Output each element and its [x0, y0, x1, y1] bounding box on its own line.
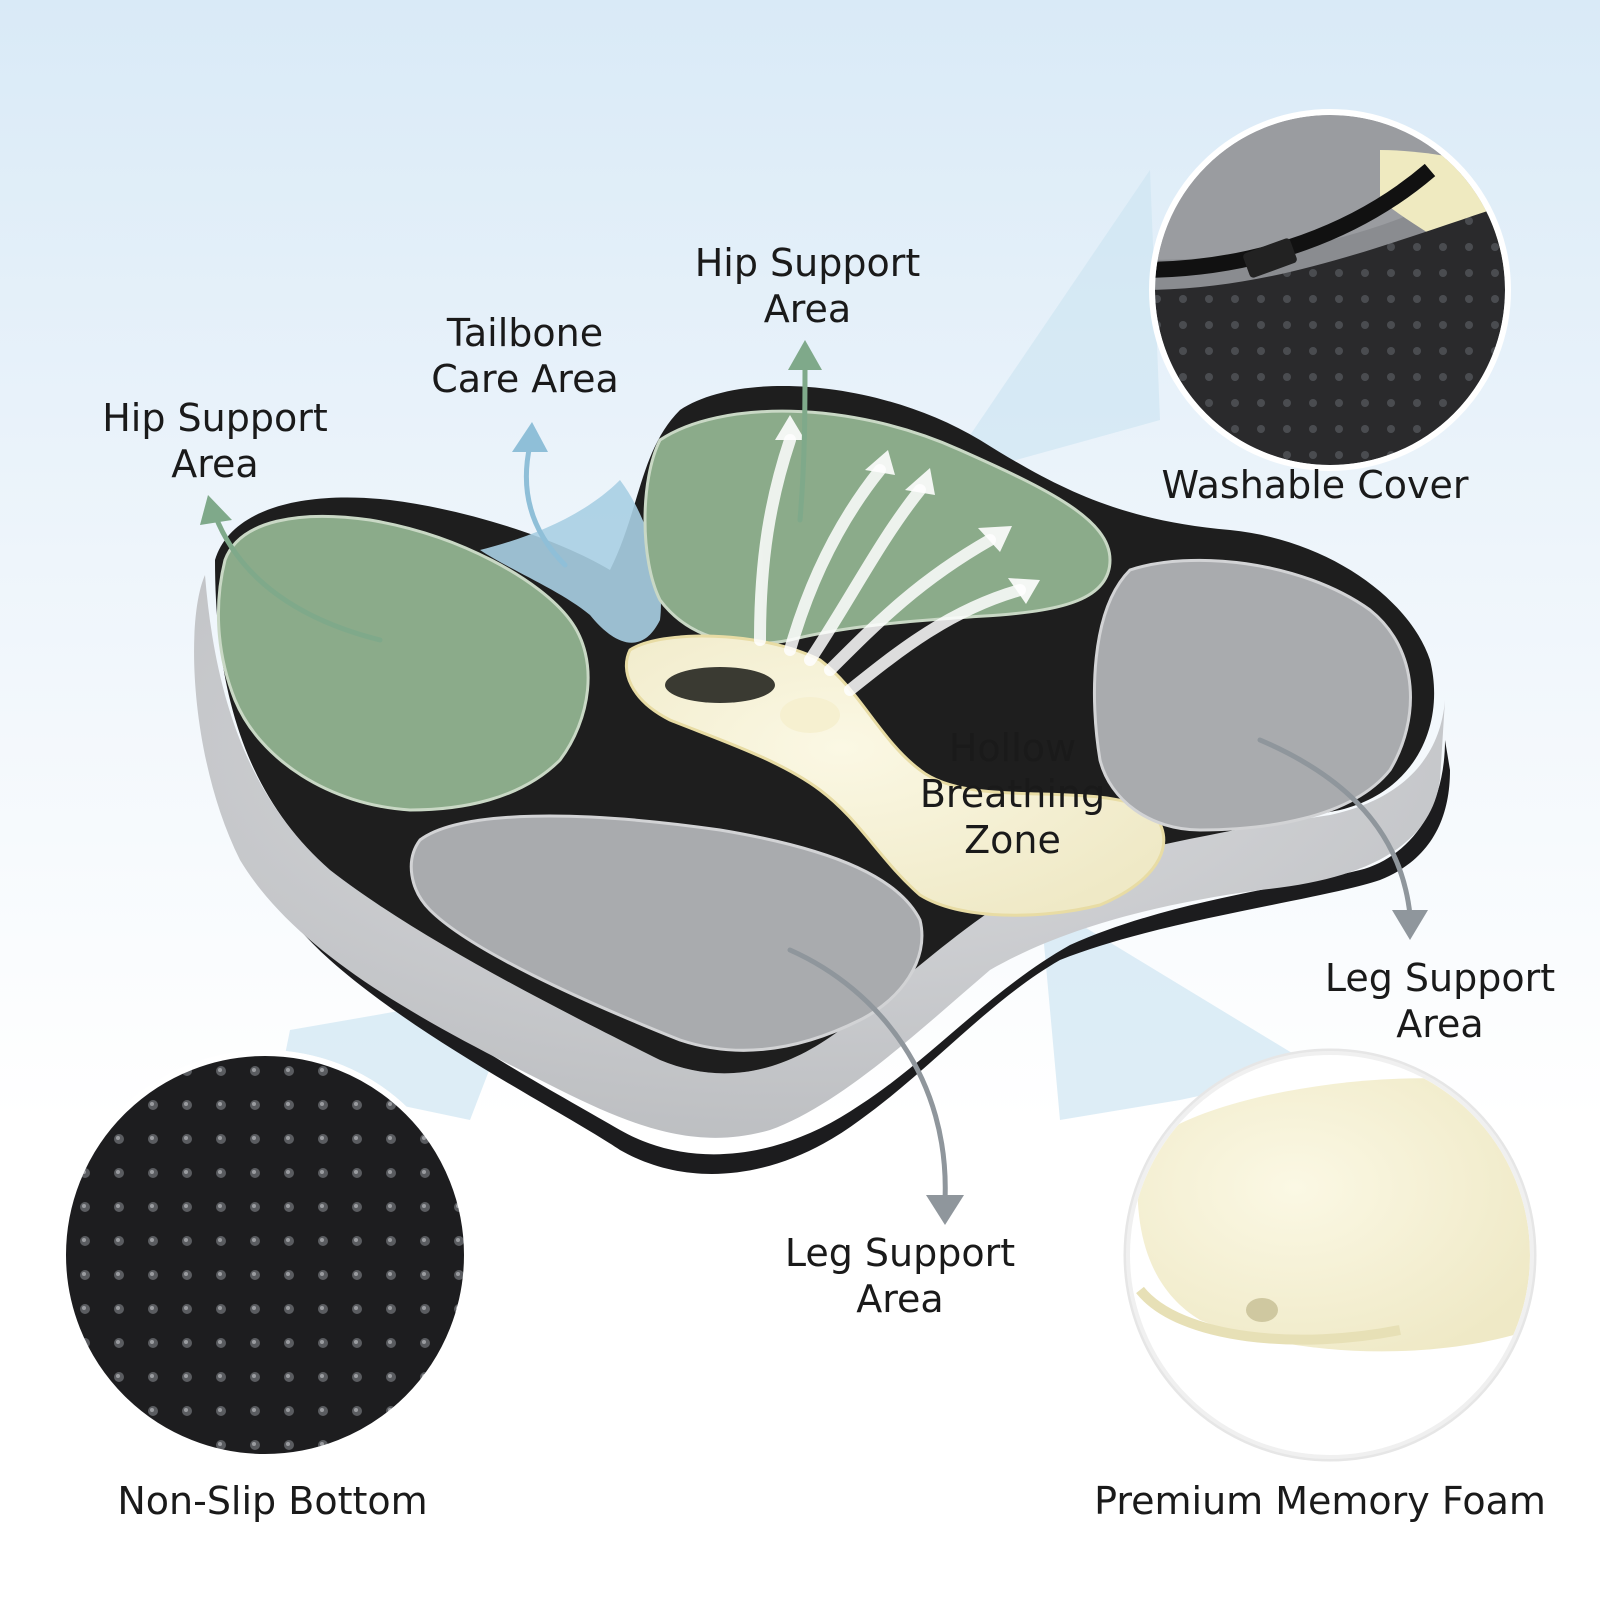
leg-support-zone-right: [1092, 558, 1412, 832]
callout-arrowhead-leg-right: [1392, 910, 1428, 940]
callout-arrow-leg-front: [787, 947, 948, 1203]
airflow-arrow-2: [784, 464, 886, 656]
cushion-sole: [199, 640, 1450, 1174]
airflow-arrowhead-1: [775, 415, 805, 440]
callout-arrowhead-hip-right: [788, 340, 822, 370]
airflow-arrow-1: [754, 434, 796, 646]
hollow-breathing-zone: [624, 634, 1166, 917]
inset-washable-cover: [1149, 109, 1511, 471]
label-leg-support-front: Leg Support Area: [784, 1231, 1016, 1321]
label-tailbone-care: Tailbone Care Area: [431, 311, 619, 401]
label-non-slip-bottom: Non-Slip Bottom: [117, 1479, 428, 1523]
callout-arrow-tailbone: [523, 442, 568, 568]
label-hip-support-left: Hip Support Area: [102, 396, 328, 486]
airflow-arrowhead-2: [865, 450, 895, 475]
airflow-arrowhead-3: [905, 468, 935, 495]
callout-arrow-leg-right: [1257, 737, 1413, 918]
hollow-hole-small: [780, 697, 840, 733]
ray-washable-cover: [960, 170, 1160, 470]
airflow-arrow-5: [844, 584, 1026, 696]
inset-memory-foam: [1123, 1048, 1537, 1462]
airflow-arrows: [754, 434, 1026, 696]
cushion-side: [194, 575, 1446, 1138]
inset-non-slip-bottom: [60, 1050, 470, 1460]
label-leg-support-right: Leg Support Area: [1324, 956, 1556, 1046]
callout-arrow-hip-right: [797, 362, 808, 523]
hip-support-zone-left: [216, 514, 590, 812]
airflow-arrowhead-5: [1008, 578, 1040, 604]
callout-arrowhead-hip-left: [200, 495, 232, 525]
label-hollow-breathing-zone: Hollow Breathing Zone: [919, 726, 1106, 862]
callout-arrowhead-leg-front: [926, 1195, 964, 1225]
hollow-hole: [665, 667, 775, 703]
airflow-arrowhead-4: [978, 526, 1012, 552]
tailbone-care-zone: [480, 480, 661, 643]
callout-arrow-hip-left: [212, 512, 383, 643]
airflow-arrow-4: [824, 534, 996, 676]
label-washable-cover: Washable Cover: [1161, 463, 1469, 507]
callout-arrowhead-tailbone: [512, 422, 548, 452]
label-hip-support-right: Hip Support Area: [694, 241, 921, 331]
airflow-arrow-3: [804, 484, 926, 666]
label-premium-memory-foam: Premium Memory Foam: [1094, 1479, 1546, 1523]
